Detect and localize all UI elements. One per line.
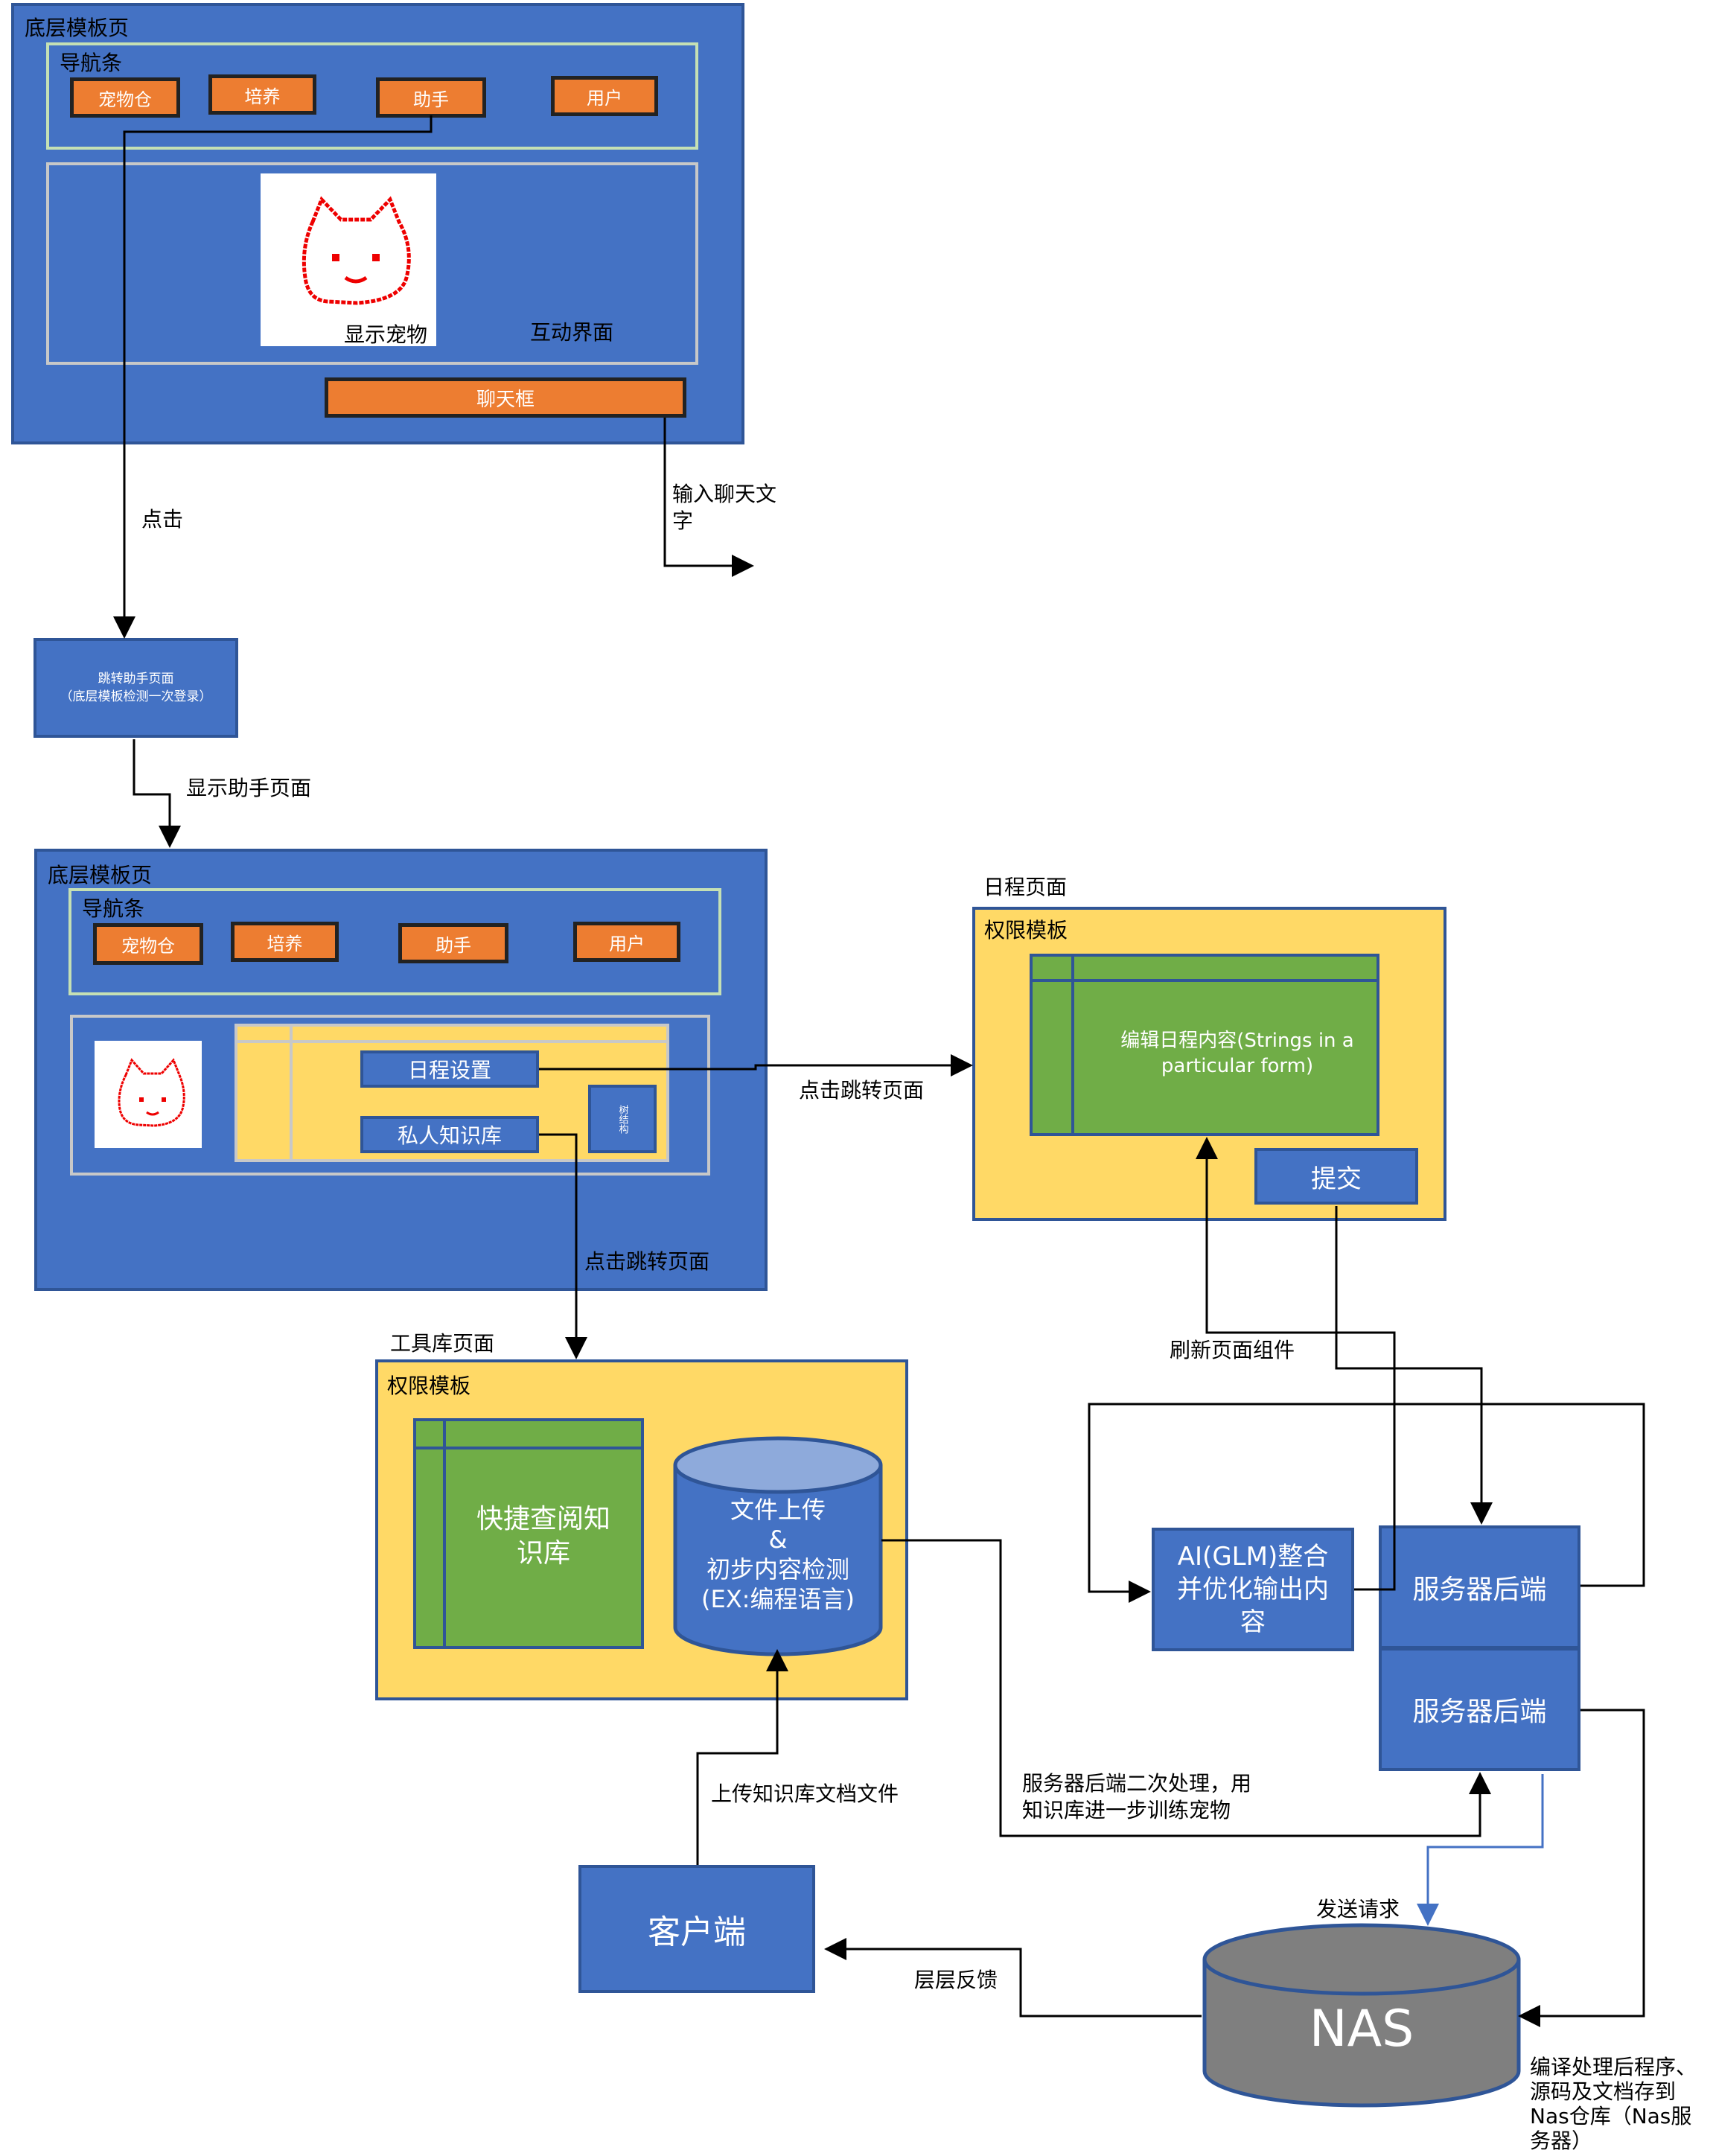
schedule-edit-label: 编辑日程内容(Strings in a particular form) <box>1120 1030 1354 1077</box>
edge-label-click-jump-1: 点击跳转页面 <box>799 1078 925 1103</box>
tool-page-title: 工具库页面 <box>390 1331 495 1356</box>
page2-nav-user-button[interactable]: 用户 <box>573 922 680 962</box>
page1-navbar: 导航条 <box>46 42 698 150</box>
show-pet-label: 显示宠物 <box>344 322 428 347</box>
page1-nav-pet-button[interactable]: 宠物仓 <box>70 77 180 118</box>
edge-label-upload: 上传知识库文档文件 <box>711 1782 899 1806</box>
nas-cylinder <box>1202 1923 1521 2108</box>
tree-structure-label: 树结构 <box>616 1104 628 1134</box>
page2-title: 底层模板页 <box>48 863 153 887</box>
page2-content-area <box>70 1015 710 1176</box>
edge-label-click: 点击 <box>141 507 184 532</box>
schedule-edit-area[interactable]: 编辑日程内容(Strings in a particular form) <box>1030 954 1379 1136</box>
edge-server-to-ai-loop <box>1088 1403 1645 1603</box>
quick-header-line <box>416 1447 641 1449</box>
edge-knowledge-jump <box>539 1133 587 1359</box>
jump-box-line1: 跳转助手页面 <box>98 672 174 686</box>
edge-label-click-jump-2: 点击跳转页面 <box>584 1249 710 1274</box>
submit-button[interactable]: 提交 <box>1254 1148 1418 1205</box>
interact-label: 互动界面 <box>530 320 614 345</box>
upload-line4: (EX:编程语言) <box>701 1585 855 1613</box>
tool-template-title: 权限模板 <box>387 1374 471 1398</box>
edge-label-server-second: 服务器后端二次处理，用知识库进一步训练宠物 <box>1022 1771 1252 1822</box>
ai-glm-box: AI(GLM)整合并优化输出内容 <box>1152 1528 1354 1651</box>
schedule-edit-header-line <box>1033 979 1377 982</box>
schedule-edit-col-line <box>1071 957 1074 1133</box>
edge-label-feedback: 层层反馈 <box>914 1968 998 1992</box>
edge-submit <box>1335 1206 1493 1525</box>
edge-refresh <box>1196 1137 1396 1591</box>
schedule-page-title: 日程页面 <box>983 875 1068 899</box>
edge-compile <box>1518 1709 1645 2027</box>
page2-nav-train-button[interactable]: 培养 <box>231 922 339 962</box>
page1-content-area <box>46 162 698 365</box>
upload-line3: 初步内容检测 <box>706 1555 849 1583</box>
assistant-panel-col-line <box>290 1027 293 1159</box>
edge-upload <box>696 1649 788 1865</box>
assistant-panel-header-line <box>237 1040 666 1043</box>
edge-label-refresh: 刷新页面组件 <box>1170 1338 1295 1362</box>
quick-knowledge-area[interactable]: 快捷查阅知识库 <box>413 1418 644 1649</box>
page2-nav-pet-button[interactable]: 宠物仓 <box>93 923 203 965</box>
upload-line2: & <box>768 1525 788 1554</box>
cat-icon <box>302 196 411 305</box>
edge-label-send-request: 发送请求 <box>1316 1897 1400 1921</box>
schedule-template-title: 权限模板 <box>984 918 1068 943</box>
edge-input-chat <box>663 418 754 577</box>
edge-label-show-assistant: 显示助手页面 <box>186 776 312 800</box>
edge-label-compile: 编译处理后程序、源码及文档存到Nas仓库（Nas服务器） <box>1530 2055 1697 2153</box>
client-box: 客户端 <box>578 1865 815 1993</box>
upload-line1: 文件上传 <box>730 1496 826 1524</box>
edge-server-second <box>881 1539 1491 1837</box>
upload-cylinder <box>673 1436 883 1656</box>
jump-assistant-box: 跳转助手页面 （底层模板检测一次登录） <box>34 638 238 738</box>
page2-nav-assistant-button[interactable]: 助手 <box>398 923 508 963</box>
page1-nav-title: 导航条 <box>60 51 123 75</box>
schedule-settings-button[interactable]: 日程设置 <box>360 1050 539 1088</box>
edge-feedback <box>824 1938 1202 2018</box>
tree-structure-box: 树结构 <box>588 1085 657 1153</box>
nas-label: NAS <box>1309 1999 1414 2058</box>
cat-icon <box>118 1058 185 1127</box>
quick-knowledge-label: 快捷查阅知识库 <box>476 1504 610 1569</box>
server-backend-2: 服务器后端 <box>1379 1648 1580 1771</box>
page2-navbar: 导航条 <box>68 888 721 995</box>
edge-schedule-jump <box>539 1054 973 1077</box>
page1-title: 底层模板页 <box>25 16 130 40</box>
page2-pet-display <box>95 1041 202 1148</box>
page1-nav-train-button[interactable]: 培养 <box>208 74 316 115</box>
edge-show-assistant <box>133 739 181 848</box>
page1-pet-display: 显示宠物 <box>261 173 436 347</box>
edge-send-request <box>1417 1774 1544 1926</box>
page1-nav-user-button[interactable]: 用户 <box>551 76 658 116</box>
edge-label-input-chat: 输入聊天文字 <box>672 482 777 533</box>
chatbox[interactable]: 聊天框 <box>325 377 686 418</box>
quick-col-line <box>443 1421 446 1646</box>
private-knowledge-button[interactable]: 私人知识库 <box>360 1116 539 1153</box>
edge-click <box>113 115 433 639</box>
upload-cylinder-text: 文件上传 & 初步内容检测 (EX:编程语言) <box>681 1491 875 1618</box>
page2-nav-title: 导航条 <box>82 896 145 921</box>
jump-box-line2: （底层模板检测一次登录） <box>60 689 212 704</box>
